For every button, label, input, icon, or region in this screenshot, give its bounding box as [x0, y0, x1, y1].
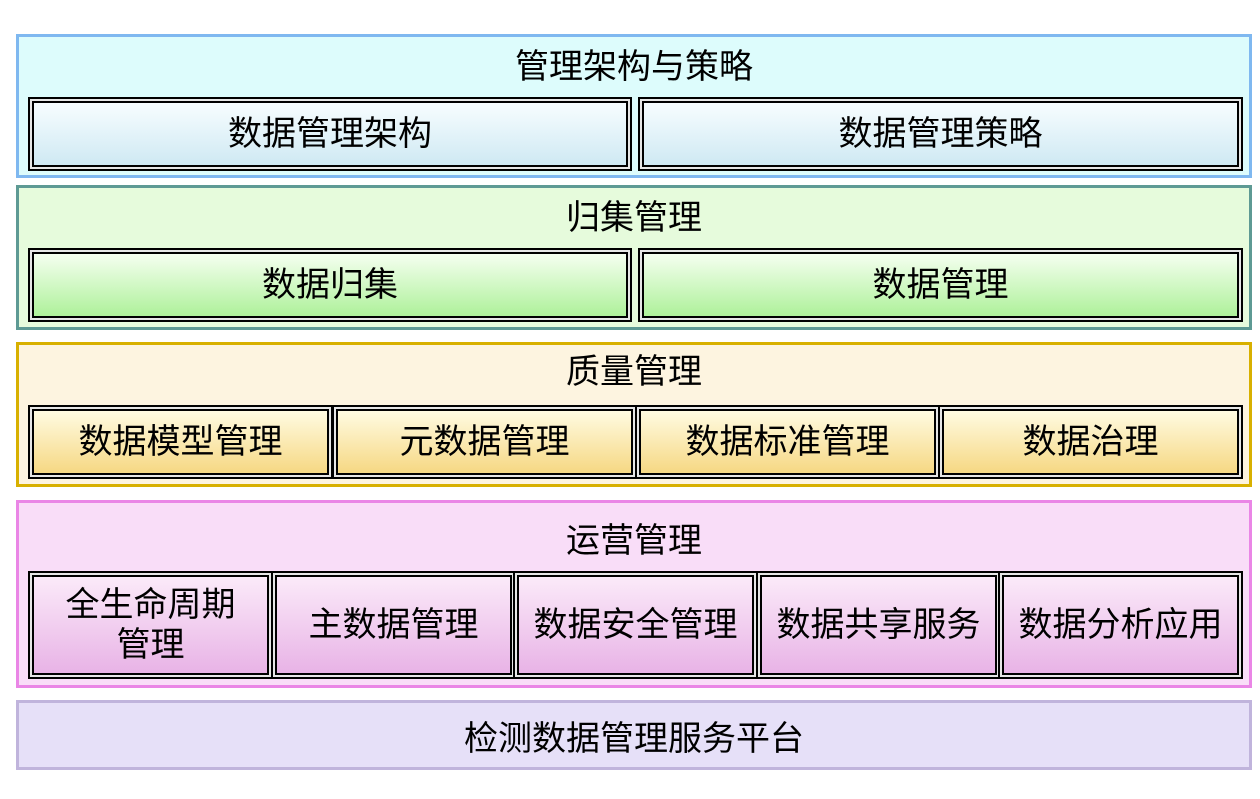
box-master-data-management: 主数据管理 — [275, 575, 512, 675]
layer-title-architecture: 管理架构与策略 — [515, 47, 753, 87]
box-data-management-architecture: 数据管理架构 — [32, 101, 628, 167]
layer-operations-management: 运营管理 全生命周期管理 主数据管理 数据安全管理 数据共享服务 数据分析应用 — [16, 500, 1252, 688]
layer-quality-management: 质量管理 数据模型管理 元数据管理 数据标准管理 数据治理 — [16, 342, 1252, 487]
box-data-management: 数据管理 — [642, 252, 1239, 318]
box-data-analysis-application: 数据分析应用 — [1002, 575, 1239, 675]
box-data-governance: 数据治理 — [942, 409, 1239, 475]
box-lifecycle-management: 全生命周期管理 — [32, 575, 269, 675]
layer-management-architecture-strategy: 管理架构与策略 数据管理架构 数据管理策略 — [16, 34, 1252, 178]
platform-title: 检测数据管理服务平台 — [464, 718, 804, 759]
layer-platform: 检测数据管理服务平台 — [16, 700, 1252, 770]
box-data-collection: 数据归集 — [32, 252, 628, 318]
layer-title-operations: 运营管理 — [566, 521, 702, 561]
box-metadata-management: 元数据管理 — [336, 409, 633, 475]
layer-title-collection: 归集管理 — [566, 198, 702, 238]
box-data-sharing-service: 数据共享服务 — [760, 575, 997, 675]
box-data-management-strategy: 数据管理策略 — [642, 101, 1239, 167]
box-data-model-management: 数据模型管理 — [32, 409, 329, 475]
layer-collection-management: 归集管理 数据归集 数据管理 — [16, 185, 1252, 330]
box-data-security-management: 数据安全管理 — [517, 575, 754, 675]
layer-title-quality: 质量管理 — [566, 352, 702, 392]
box-data-standard-management: 数据标准管理 — [639, 409, 936, 475]
